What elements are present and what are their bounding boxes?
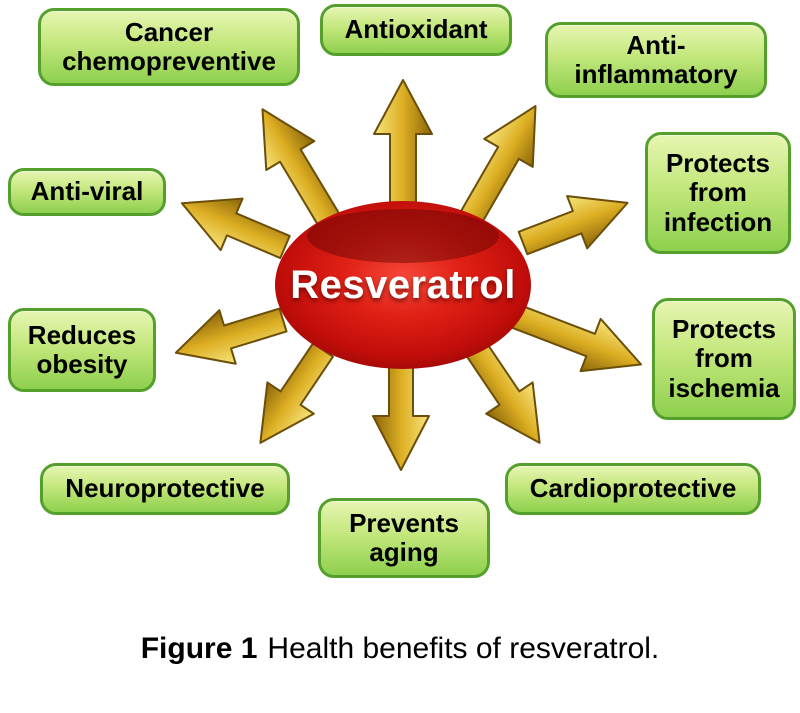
benefit-label-cancer-chemopreventive: Cancer chemopreventive: [62, 16, 276, 76]
center-label-wrap: Resveratrol: [275, 200, 531, 370]
benefit-label-prevents-aging: Prevents aging: [349, 507, 459, 567]
benefit-label-antioxidant: Antioxidant: [344, 14, 488, 45]
benefit-box-protects-from-infection: Protects from infection: [645, 132, 791, 254]
benefit-box-antioxidant: Antioxidant: [320, 4, 512, 56]
arrow-to-reduces-obesity-icon: [166, 292, 293, 381]
benefit-box-prevents-aging: Prevents aging: [318, 498, 490, 578]
benefit-label-anti-viral: Anti-viral: [30, 176, 144, 207]
benefit-box-cancer-chemopreventive: Cancer chemopreventive: [38, 8, 300, 86]
benefit-box-anti-viral: Anti-viral: [8, 168, 166, 216]
benefit-label-cardioprotective: Cardioprotective: [529, 473, 737, 504]
center-ellipse: [275, 201, 531, 369]
benefit-label-protects-from-ischemia: Protects from ischemia: [668, 314, 780, 403]
benefit-label-reduces-obesity: Reduces obesity: [27, 319, 137, 379]
benefit-box-protects-from-ischemia: Protects from ischemia: [652, 298, 796, 420]
benefit-label-neuroprotective: Neuroprotective: [65, 473, 265, 504]
center-label: Resveratrol: [290, 262, 516, 307]
benefit-label-anti-inflammatory: Anti-inflammatory: [574, 29, 738, 89]
arrow-to-prevents-aging-icon: [372, 357, 430, 471]
figure-caption: Figure 1 Health benefits of resveratrol.: [0, 632, 800, 666]
arrow-to-protects-from-infection-icon: [511, 175, 639, 271]
benefit-box-cardioprotective: Cardioprotective: [505, 463, 761, 515]
figure-caption-label: Figure 1: [140, 632, 258, 665]
benefit-box-reduces-obesity: Reduces obesity: [8, 308, 156, 392]
benefit-box-anti-inflammatory: Anti-inflammatory: [545, 22, 767, 98]
figure-caption-text: Health benefits of resveratrol.: [267, 632, 660, 665]
center-ellipse-gloss: [307, 209, 499, 263]
benefit-label-protects-from-infection: Protects from infection: [663, 148, 773, 237]
benefit-box-neuroprotective: Neuroprotective: [40, 463, 290, 515]
